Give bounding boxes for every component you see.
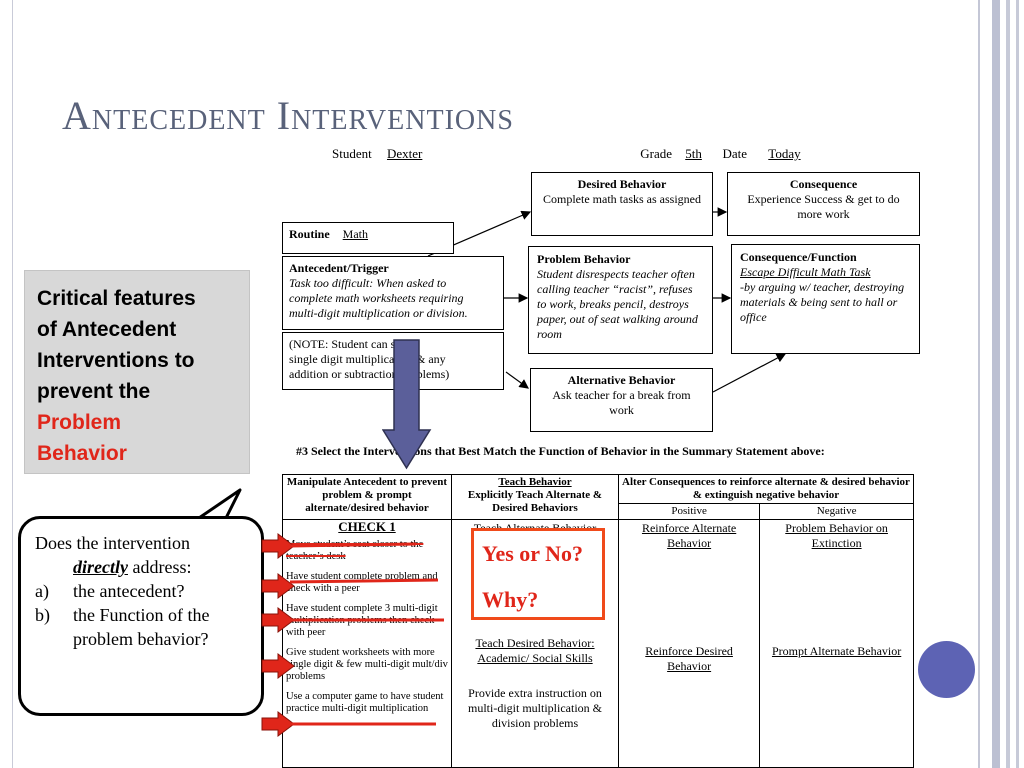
frame-line-right-3 — [1006, 0, 1010, 768]
routine-label: Routine — [289, 227, 330, 241]
frame-line-right-2 — [992, 0, 1000, 768]
alternative-behavior-text: Ask teacher for a break from work — [552, 388, 691, 417]
col2-header-a: Teach Behavior — [498, 476, 572, 488]
positive-header: Positive — [617, 503, 761, 520]
problem-behavior-text: Student disrespects teacher often callin… — [537, 267, 698, 341]
reinforce-desired: Reinforce Desired Behavior — [645, 644, 733, 673]
arrow-note-to-alternative — [505, 371, 529, 389]
col1-body: CHECK 1 Move student’s seat closer to th… — [282, 519, 452, 768]
panel-red-1: Problem — [37, 411, 122, 434]
col1-header: Manipulate Antecedent to prevent problem… — [282, 474, 452, 520]
yes-no-callout: Yes or No? Why? — [471, 528, 605, 620]
prompt-alternate: Prompt Alternate Behavior — [771, 644, 902, 658]
col3-body: Reinforce Alternate Behavior Reinforce D… — [617, 519, 761, 768]
intervention-item-2[interactable]: Have student complete problem and check … — [286, 571, 438, 594]
antecedent-line-1: Task too difficult: When asked to — [289, 276, 447, 290]
panel-line-1: Critical features — [37, 287, 196, 310]
antecedent-line-3: multi-digit multiplication or division. — [289, 306, 468, 320]
problem-behavior-heading: Problem Behavior — [537, 252, 631, 266]
select-interventions-heading: #3 Select the Interventions that Best Ma… — [296, 444, 825, 458]
yes-no-text: Yes or No? — [482, 541, 584, 566]
panel-red-2: Behavior — [37, 442, 127, 465]
consequence-function-box: Consequence/Function Escape Difficult Ma… — [731, 244, 920, 354]
frame-line-right-4 — [1016, 0, 1019, 768]
date-label: Date — [722, 146, 748, 161]
decorative-circle — [918, 641, 975, 698]
red-arrows — [261, 533, 444, 737]
why-text: Why? — [482, 587, 539, 612]
red-arrow-4 — [261, 653, 295, 679]
note-line-1: (NOTE: Student can single — [289, 337, 420, 351]
bubble-emph: directly — [73, 557, 128, 577]
bubble-item-b-marker: b) — [35, 605, 50, 625]
problem-extinction: Problem Behavior on Extinction — [785, 521, 888, 550]
red-underline-1 — [289, 542, 417, 548]
desired-behavior-box: Desired Behavior Complete math tasks as … — [531, 172, 713, 236]
panel-line-4: prevent the — [37, 380, 151, 403]
red-arrow-5 — [261, 711, 295, 737]
student-info-line: Student Dexter Grade 5th Date Today — [332, 146, 838, 162]
frame-line-left — [12, 0, 13, 768]
big-down-arrow — [382, 339, 432, 470]
red-underline-2 — [289, 578, 439, 584]
desired-behavior-text: Complete math tasks as assigned — [543, 192, 701, 206]
red-arrow-2 — [261, 573, 295, 599]
teach-desired: Teach Desired Behavior: Academic/ Social… — [475, 636, 595, 665]
bubble-item-a-marker: a) — [35, 581, 49, 601]
grade-value: 5th — [685, 146, 702, 161]
provide-extra-instruction: Provide extra instruction on multi-digit… — [468, 686, 602, 730]
bubble-address: address: — [132, 557, 192, 577]
consequence-function-line-1: Escape Difficult Math Task — [740, 265, 871, 279]
desired-behavior-heading: Desired Behavior — [577, 177, 667, 191]
bubble-line-1: Does the intervention — [35, 533, 190, 553]
consequence-text: Experience Success & get to do more work — [747, 192, 900, 221]
bubble-item-a: a) the antecedent? — [35, 579, 247, 603]
critical-features-panel: Critical features of Antecedent Interven… — [24, 270, 250, 474]
arrow-alternative-to-function — [712, 353, 787, 393]
slide-title: Antecedent Interventions — [62, 93, 514, 138]
check-label: CHECK 1 — [338, 519, 396, 534]
col2-header: Teach Behavior Explicitly Teach Alternat… — [451, 474, 619, 520]
bubble-line-2: directly address: — [35, 555, 247, 579]
col3-header: Alter Consequences to reinforce alternat… — [618, 474, 914, 504]
red-arrow-3 — [261, 607, 295, 633]
col2-header-b: Explicitly Teach Alternate & Desired Beh… — [467, 489, 603, 514]
consequence-heading: Consequence — [789, 177, 858, 191]
consequence-function-text: -by arguing w/ teacher, destroying mater… — [740, 280, 905, 324]
date-value: Today — [768, 146, 801, 161]
antecedent-line-2: complete math worksheets requiring — [289, 291, 464, 305]
routine-value: Math — [342, 227, 369, 241]
red-arrow-1 — [261, 533, 295, 559]
panel-line-2: of Antecedent — [37, 318, 177, 341]
frame-line-right-1 — [978, 0, 980, 768]
note-box: (NOTE: Student can single single digit m… — [282, 332, 504, 390]
reinforce-alternate: Reinforce Alternate Behavior — [641, 521, 737, 550]
col4-body: Problem Behavior on Extinction Prompt Al… — [759, 519, 914, 768]
alternative-behavior-box: Alternative Behavior Ask teacher for a b… — [530, 368, 713, 432]
alternative-behavior-heading: Alternative Behavior — [567, 373, 676, 387]
antecedent-box: Antecedent/Trigger Task too difficult: W… — [282, 256, 504, 330]
bubble-item-b-text: the Function of the problem behavior? — [73, 605, 210, 649]
problem-behavior-box: Problem Behavior Student disrespects tea… — [528, 246, 713, 354]
intervention-item-4[interactable]: Give student worksheets with more single… — [286, 647, 448, 682]
routine-box: Routine Math — [282, 222, 454, 254]
consequence-function-heading: Consequence/Function — [740, 250, 857, 264]
question-bubble: Does the intervention directly address: … — [18, 516, 264, 716]
panel-line-3: Interventions to — [37, 349, 195, 372]
bubble-item-a-text: the antecedent? — [73, 581, 185, 601]
negative-header: Negative — [759, 503, 914, 520]
antecedent-heading: Antecedent/Trigger — [289, 261, 389, 275]
interventions-table: Manipulate Antecedent to prevent problem… — [282, 474, 914, 768]
student-value: Dexter — [386, 146, 423, 161]
student-label: Student — [332, 146, 372, 161]
grade-label: Grade — [640, 146, 672, 161]
consequence-box: Consequence Experience Success & get to … — [727, 172, 920, 236]
intervention-item-5[interactable]: Use a computer game to have student prac… — [286, 691, 444, 714]
bubble-item-b: b) the Function of the problem behavior? — [35, 603, 247, 651]
